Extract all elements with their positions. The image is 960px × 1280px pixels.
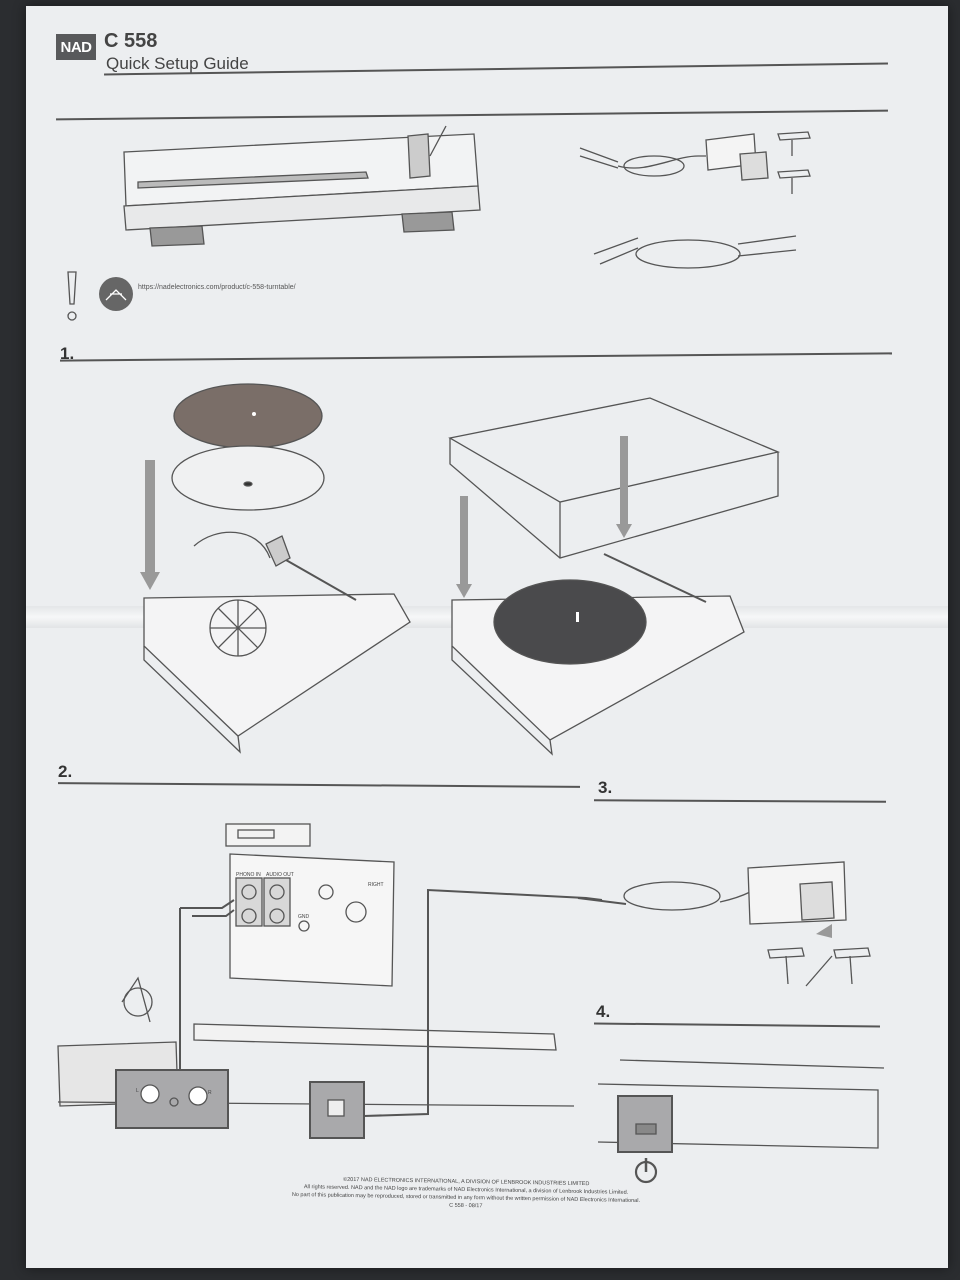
platter-assembly-illustration [140,383,411,754]
power-connection-illustration [577,861,871,987]
step-2-label: 2. [58,762,73,781]
step-4-label: 4. [596,1002,611,1021]
right-output-label: R [208,1090,212,1096]
phono-in-label: PHONO IN [236,872,261,878]
quick-setup-guide-sheet: NAD C 558 Quick Setup Guide https://nade… [26,6,948,1268]
amplifier-connection-illustration [57,823,603,1139]
nad-logo: NAD [56,34,96,60]
online-manual-icon[interactable] [99,277,133,311]
turntable-side-illustration [123,125,481,247]
gnd-label: GND [298,914,310,920]
step-3-label: 3. [598,778,613,797]
audio-out-label: AUDIO OUT [266,872,294,878]
accessories-illustration [579,131,811,269]
exclamation-icon [67,271,77,321]
right-channel-label: RIGHT [368,882,384,888]
guide-subtitle: Quick Setup Guide [106,54,249,73]
product-url[interactable]: https://nadelectronics.com/product/c-558… [138,284,296,291]
left-channel-label: L [136,1088,139,1094]
step-1-label: 1. [60,344,75,363]
illustrations: PHONO IN AUDIO OUT RIGHT GND L R [57,125,885,1184]
power-icon[interactable] [634,1158,658,1184]
dust-cover-illustration [448,397,781,756]
model-title: C 558 [104,30,158,52]
power-switch-illustration [597,1059,885,1184]
